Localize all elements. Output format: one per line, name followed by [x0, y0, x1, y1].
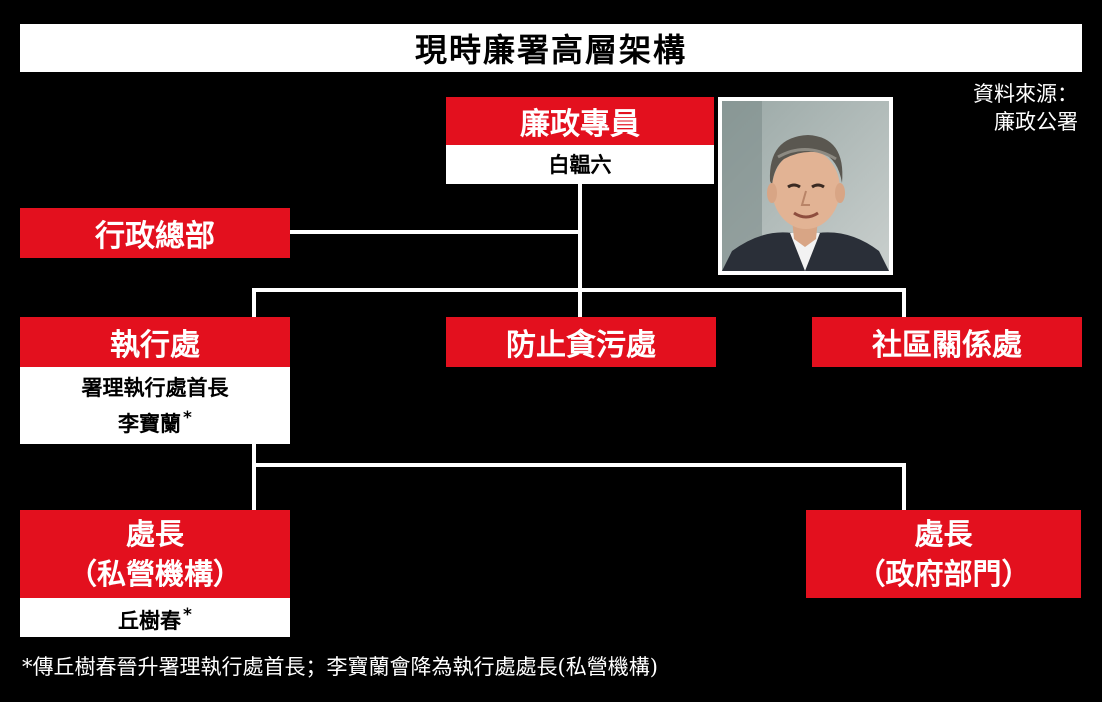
director-private-name-box: 丘樹春*: [20, 598, 290, 637]
director-government-box: 處長 （政府部門）: [806, 510, 1081, 598]
admin-branch-title: 行政總部: [95, 219, 215, 254]
operations-box: 執行處: [20, 317, 290, 367]
commissioner-photo: [718, 97, 893, 275]
director-private-mark: *: [183, 604, 192, 625]
operations-title: 執行處: [110, 328, 200, 363]
source-label: 資料來源：: [973, 82, 1078, 106]
operations-head-name: 李寶蘭: [118, 411, 182, 436]
connector-operations-drop: [252, 288, 256, 317]
prevention-box: 防止貪污處: [446, 317, 716, 367]
page-title: 現時廉署高層架構: [20, 24, 1082, 72]
connector-admin: [290, 230, 582, 234]
footnote: *傳丘樹春晉升署理執行處首長；李寶蘭會降為執行處處長(私營機構): [22, 655, 658, 679]
prevention-title: 防止貪污處: [506, 328, 656, 363]
community-title: 社區關係處: [872, 328, 1022, 363]
director-private-name: 丘樹春: [118, 608, 182, 633]
connector-director-bar: [256, 463, 906, 467]
operations-head-role: 署理執行處首長: [81, 375, 229, 400]
commissioner-name: 白韞六: [548, 152, 612, 177]
director-government-title: 處長: [914, 517, 973, 551]
commissioner-box: 廉政專員: [446, 97, 714, 145]
operations-head-box: 署理執行處首長 李寶蘭*: [20, 367, 290, 444]
director-private-name-line: 丘樹春*: [118, 600, 192, 636]
connector-operations-down: [252, 444, 256, 510]
operations-head-name-line: 李寶蘭*: [118, 403, 192, 439]
connector-community-drop: [902, 288, 906, 317]
admin-branch-box: 行政總部: [20, 208, 290, 258]
connector-division-bar: [252, 288, 906, 292]
portrait-image: [722, 101, 889, 271]
commissioner-title: 廉政專員: [520, 107, 640, 142]
source-note: 資料來源： 廉政公署: [938, 80, 1078, 136]
director-government-subtitle: （政府部門）: [856, 557, 1031, 591]
director-private-title: 處長: [125, 517, 184, 551]
commissioner-name-box: 白韞六: [446, 145, 714, 184]
director-private-box: 處長 （私營機構）: [20, 510, 290, 598]
connector-commissioner-down: [578, 184, 582, 317]
operations-head-mark: *: [183, 407, 192, 428]
connector-director-gov-drop: [902, 463, 906, 510]
source-organization: 廉政公署: [994, 110, 1078, 134]
director-private-subtitle: （私營機構）: [67, 557, 242, 591]
community-box: 社區關係處: [812, 317, 1082, 367]
